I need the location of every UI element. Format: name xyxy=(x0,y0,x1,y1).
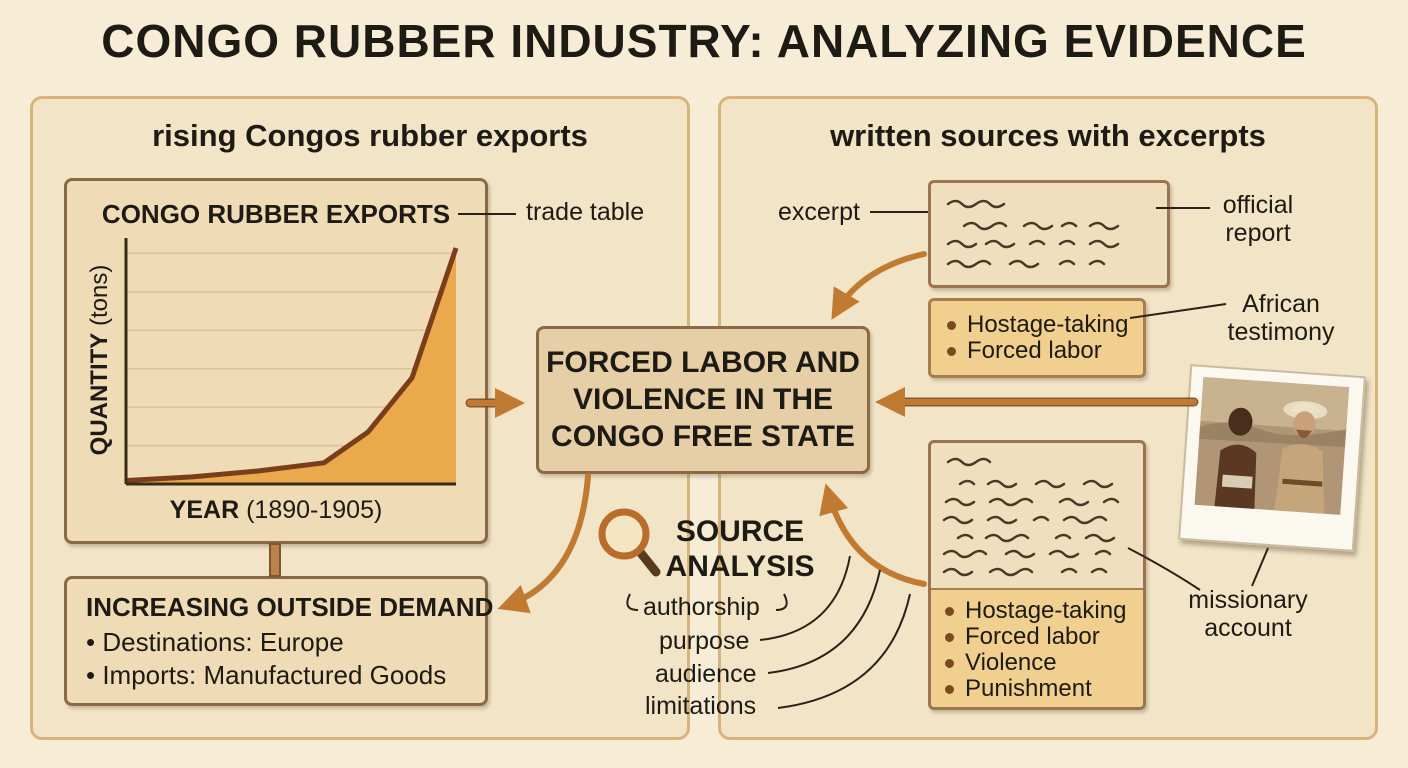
african-testimony-label-line: testimony xyxy=(1227,318,1335,346)
testimony-tag: Forced labor xyxy=(941,338,1143,364)
central-theme-box xyxy=(536,326,870,474)
excerpt-label: excerpt xyxy=(778,198,860,226)
person-icon xyxy=(1228,407,1253,436)
x-axis-label-range: (1890-1905) xyxy=(246,496,383,524)
source-analysis-heading: SOURCE ANALYSIS xyxy=(660,514,820,584)
missionary-tag: Violence xyxy=(939,650,1143,676)
chart-title: CONGO RUBBER EXPORTS xyxy=(101,199,451,229)
criterion-limitations: limitations xyxy=(645,692,757,720)
y-axis-label-unit: (tons) xyxy=(86,264,113,327)
photo-image xyxy=(1194,377,1350,515)
x-axis-label-bold: YEAR xyxy=(169,496,240,524)
african-testimony-label-line: African xyxy=(1242,290,1320,318)
x-axis-label: YEAR (1890-1905) xyxy=(64,496,488,525)
missionary-account-label: missionary account xyxy=(1180,586,1316,642)
official-report-label: official report xyxy=(1212,191,1304,247)
central-theme-text: FORCED LABOR AND VIOLENCE IN THE CONGO F… xyxy=(536,344,870,455)
left-panel-title: rising Congos rubber exports xyxy=(152,118,588,153)
central-theme-line: VIOLENCE IN THE xyxy=(572,383,834,416)
testimony-tag: Hostage-taking xyxy=(941,312,1143,338)
african-testimony-label: African testimony xyxy=(1218,290,1344,346)
criterion-authorship: authorship xyxy=(643,593,760,621)
missionary-tag: Punishment xyxy=(939,676,1143,702)
chart-box xyxy=(64,178,488,544)
missionary-tag: Forced labor xyxy=(939,624,1143,650)
missionary-tags-box: Hostage-taking Forced labor Violence Pun… xyxy=(931,588,1143,707)
demand-list: Destinations: Europe Imports: Manufactur… xyxy=(86,626,446,692)
central-theme-line: CONGO FREE STATE xyxy=(551,420,855,453)
demand-heading: INCREASING OUTSIDE DEMAND xyxy=(86,592,494,622)
demand-item: Imports: Manufactured Goods xyxy=(86,659,446,692)
missionary-account-label-line: missionary xyxy=(1188,586,1308,614)
missionary-tag: Hostage-taking xyxy=(939,598,1143,624)
criterion-audience: audience xyxy=(655,660,757,688)
central-theme-line: FORCED LABOR AND xyxy=(546,346,860,379)
y-axis-label-bold: QUANTITY xyxy=(86,332,113,456)
page-title: CONGO RUBBER INDUSTRY: ANALYZING EVIDENC… xyxy=(101,15,1307,67)
source-analysis-line: ANALYSIS xyxy=(665,550,815,583)
official-report-label-line: report xyxy=(1225,219,1291,247)
trade-table-label: trade table xyxy=(526,198,645,226)
testimony-tags-box: Hostage-taking Forced labor xyxy=(928,298,1146,378)
demand-item: Destinations: Europe xyxy=(86,626,446,659)
historical-photograph xyxy=(1178,364,1366,552)
official-report-label-line: official xyxy=(1222,191,1294,219)
criterion-purpose: purpose xyxy=(659,627,750,655)
source-analysis-line: SOURCE xyxy=(675,515,805,548)
right-panel-title: written sources with excerpts xyxy=(830,118,1266,153)
official-report-document xyxy=(928,180,1170,288)
missionary-account-label-line: account xyxy=(1204,614,1292,642)
